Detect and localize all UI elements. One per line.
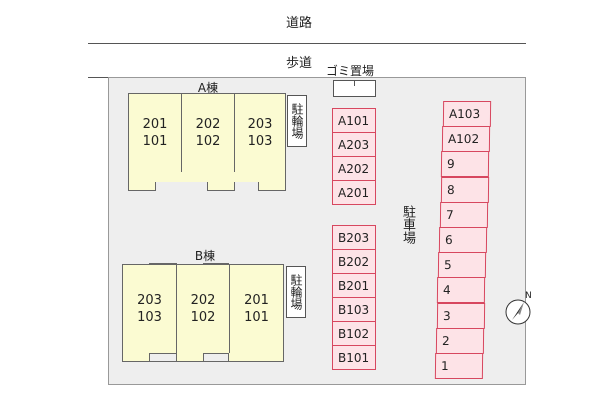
- parking-space: 7: [439, 201, 488, 228]
- building-b-unit-2: 202 102: [176, 264, 230, 354]
- parking-space: B203: [332, 225, 376, 250]
- unit-lower-number: 101: [142, 134, 168, 149]
- unit-lower-number: 103: [247, 134, 273, 149]
- building-b-unit-3: 201 101: [229, 264, 284, 354]
- parking-space: 3: [436, 302, 485, 329]
- building-b-entrance: [203, 353, 229, 362]
- trash-area-divider: [354, 80, 355, 86]
- building-b-label: B棟: [194, 249, 216, 263]
- compass-icon: N: [505, 291, 532, 325]
- parking-lot-label: 駐車場: [400, 205, 415, 244]
- building-a-entrance: [207, 181, 235, 191]
- building-a-label: A棟: [197, 81, 219, 95]
- parking-space: B102: [332, 321, 376, 346]
- unit-lower-number: 102: [190, 310, 216, 325]
- building-a-unit-2: 202 102: [181, 93, 235, 173]
- road-label: 道路: [286, 16, 313, 31]
- building-b-entrance: [149, 353, 177, 362]
- parking-space: A201: [332, 180, 376, 205]
- parking-space: 6: [438, 227, 488, 254]
- parking-space: A103: [442, 101, 492, 128]
- unit-lower-number: 102: [195, 134, 221, 149]
- building-a-unit-1: 201 101: [128, 93, 182, 173]
- building-a-unit-3: 203 103: [234, 93, 286, 173]
- unit-lower-number: 101: [244, 310, 269, 325]
- parking-space: 4: [437, 277, 486, 304]
- unit-upper-number: 201: [244, 293, 269, 308]
- parking-space: 9: [441, 151, 490, 178]
- parking-space: B103: [332, 297, 376, 322]
- unit-upper-number: 202: [195, 117, 221, 132]
- unit-upper-number: 203: [247, 117, 273, 132]
- building-a-base: [128, 172, 286, 182]
- parking-space: B101: [332, 345, 376, 370]
- parking-space: A102: [442, 126, 491, 153]
- compass-north-label: N: [525, 291, 532, 301]
- parking-space: B201: [332, 273, 376, 298]
- building-a-entrance: [128, 181, 156, 191]
- building-a-bike-parking: 駐輪場: [287, 95, 307, 147]
- unit-upper-number: 202: [190, 293, 216, 308]
- road-edge-line: [88, 43, 526, 44]
- building-b-unit-1: 203 103: [122, 264, 177, 354]
- parking-space: B202: [332, 249, 376, 274]
- parking-space: 1: [434, 353, 484, 380]
- parking-space: A202: [332, 156, 376, 181]
- parking-space: A203: [332, 132, 376, 157]
- parking-space: 5: [438, 252, 487, 279]
- unit-lower-number: 103: [137, 310, 162, 325]
- trash-area-label: ゴミ置場: [326, 64, 375, 78]
- building-b-bike-parking: 駐輪場: [286, 266, 306, 318]
- parking-space: 8: [440, 176, 489, 203]
- parking-space: A101: [332, 108, 376, 133]
- unit-upper-number: 201: [142, 117, 168, 132]
- unit-upper-number: 203: [137, 293, 162, 308]
- building-a-entrance: [258, 181, 286, 191]
- sidewalk-label: 歩道: [286, 56, 313, 71]
- parking-space: 2: [435, 327, 484, 354]
